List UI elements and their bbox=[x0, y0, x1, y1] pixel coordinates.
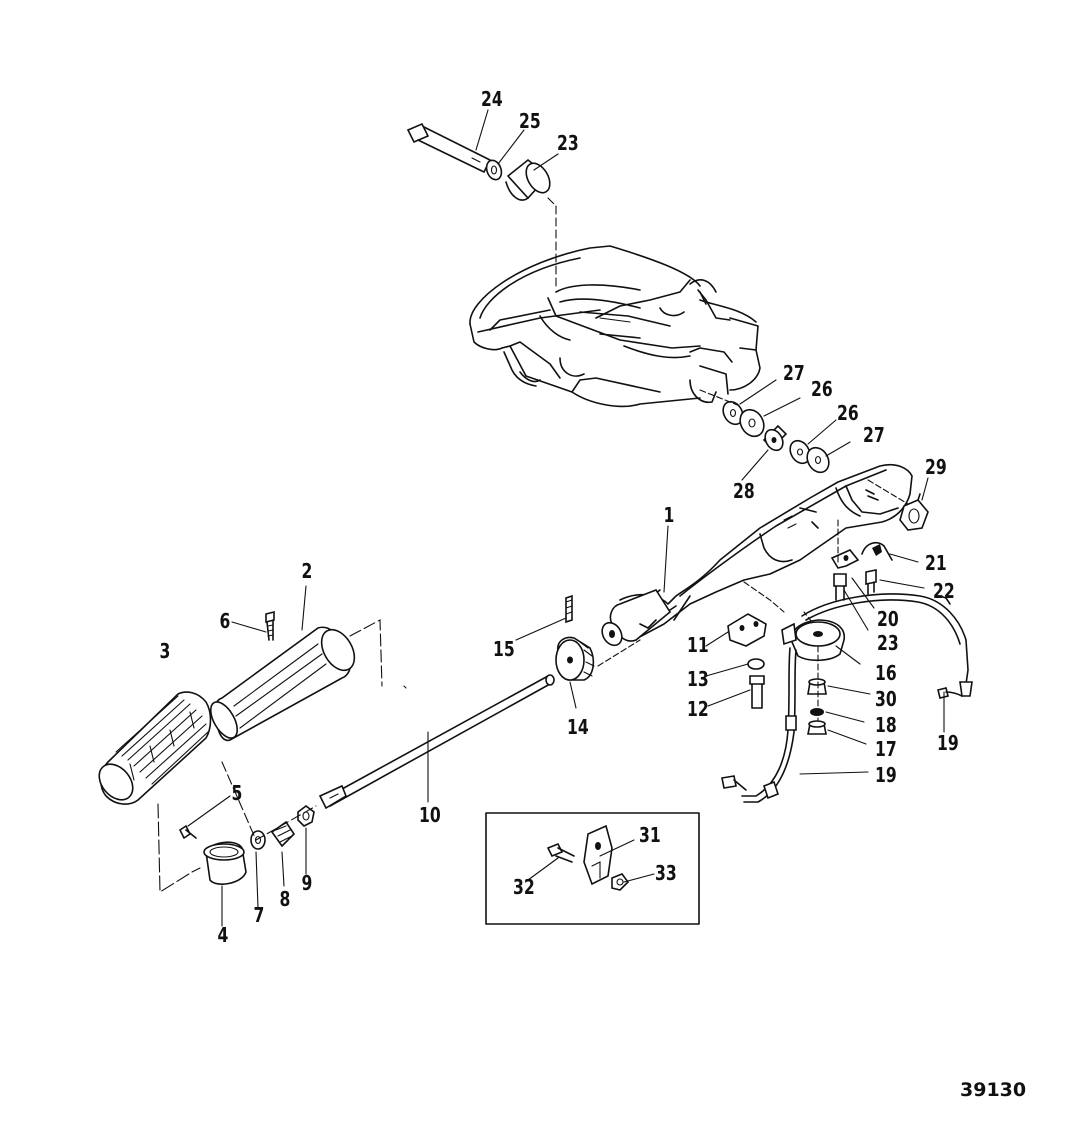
callout-26-upper: 26 bbox=[811, 378, 833, 401]
callout-5: 5 bbox=[232, 782, 243, 805]
callout-21: 21 bbox=[925, 552, 947, 575]
callout-13: 13 bbox=[687, 668, 709, 691]
bracket-11 bbox=[727, 613, 767, 647]
nut-29 bbox=[899, 493, 929, 531]
nut-33 bbox=[611, 873, 630, 891]
tiller-frame bbox=[469, 245, 761, 408]
shaft-10 bbox=[318, 674, 555, 810]
callout-28: 28 bbox=[733, 480, 755, 503]
callout-33: 33 bbox=[655, 862, 677, 885]
washer-26-lower bbox=[789, 439, 811, 465]
washer-26-upper bbox=[739, 408, 765, 438]
callout-26-lower: 26 bbox=[837, 402, 859, 425]
callout-27-lower: 27 bbox=[863, 424, 885, 447]
callout-19b: 19 bbox=[875, 764, 897, 787]
friction-16 bbox=[781, 619, 845, 662]
cable-19-lower bbox=[721, 647, 797, 803]
nut-17 bbox=[807, 720, 827, 735]
washer-18 bbox=[810, 708, 824, 716]
callout-labels: 1 2 3 4 5 6 7 8 9 10 11 12 13 14 15 16 1… bbox=[160, 88, 959, 947]
sleeve-23-top bbox=[505, 158, 551, 201]
callout-29: 29 bbox=[925, 456, 947, 479]
callout-20: 20 bbox=[877, 608, 899, 631]
callout-18: 18 bbox=[875, 714, 897, 737]
callout-11: 11 bbox=[687, 634, 709, 657]
callout-4: 4 bbox=[218, 924, 229, 947]
block-31 bbox=[583, 824, 613, 886]
washer-13 bbox=[747, 658, 765, 670]
leader-lines bbox=[187, 109, 945, 927]
bushing-28 bbox=[762, 424, 788, 452]
callout-3: 3 bbox=[160, 640, 171, 663]
callout-7: 7 bbox=[254, 904, 265, 927]
detail-inset-box bbox=[485, 812, 700, 925]
callout-1: 1 bbox=[664, 504, 675, 527]
washer-25 bbox=[485, 159, 503, 181]
spring-8 bbox=[270, 820, 296, 848]
callout-9: 9 bbox=[302, 872, 313, 895]
callout-27-upper: 27 bbox=[783, 362, 805, 385]
grip-3 bbox=[98, 691, 212, 805]
callout-15: 15 bbox=[493, 638, 515, 661]
gear-14 bbox=[555, 636, 595, 681]
washer-27-lower bbox=[806, 446, 830, 474]
part-20 bbox=[830, 549, 860, 569]
knob-30 bbox=[807, 678, 827, 695]
callout-22: 22 bbox=[933, 580, 955, 603]
screw-6 bbox=[265, 610, 275, 641]
callout-25: 25 bbox=[519, 110, 541, 133]
throttle-tube-2 bbox=[209, 626, 356, 742]
washer-7 bbox=[250, 830, 266, 850]
callout-10: 10 bbox=[419, 804, 441, 827]
tiller-arm-1 bbox=[601, 463, 913, 647]
callout-23-lower: 23 bbox=[877, 632, 899, 655]
pin-5 bbox=[178, 824, 197, 840]
callout-6: 6 bbox=[220, 610, 231, 633]
callout-2: 2 bbox=[302, 560, 313, 583]
callout-16: 16 bbox=[875, 662, 897, 685]
callout-23-top: 23 bbox=[557, 132, 579, 155]
sleeve-4 bbox=[203, 841, 247, 885]
callout-24: 24 bbox=[481, 88, 503, 111]
callout-30: 30 bbox=[875, 688, 897, 711]
bolt-24 bbox=[406, 122, 491, 173]
screw-12 bbox=[749, 675, 765, 709]
callout-14: 14 bbox=[567, 716, 589, 739]
figure-number: 39130 bbox=[960, 1079, 1026, 1101]
screw-22 bbox=[865, 569, 877, 595]
callout-12: 12 bbox=[687, 698, 709, 721]
screw-32 bbox=[546, 842, 575, 863]
pin-15 bbox=[565, 594, 573, 624]
callout-17: 17 bbox=[875, 738, 897, 761]
screw-23-lower bbox=[833, 573, 847, 601]
callout-32: 32 bbox=[513, 876, 535, 899]
callout-31: 31 bbox=[639, 824, 661, 847]
washer-27-upper bbox=[722, 400, 744, 426]
cable-19-upper bbox=[801, 593, 973, 699]
callout-19a: 19 bbox=[937, 732, 959, 755]
clip-21 bbox=[861, 541, 893, 561]
callout-8: 8 bbox=[280, 888, 291, 911]
exploded-axis-lines bbox=[157, 389, 909, 893]
